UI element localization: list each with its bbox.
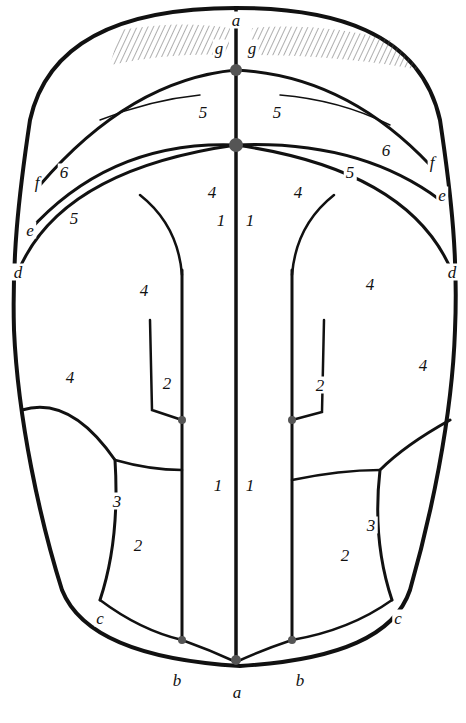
callout-number: 4 bbox=[206, 184, 219, 201]
callout-letter: d bbox=[12, 264, 25, 281]
callout-letter: g bbox=[246, 40, 259, 57]
callout-number: 1 bbox=[212, 477, 225, 494]
callout-letter: a bbox=[231, 684, 244, 701]
callout-letter: g bbox=[213, 40, 226, 57]
callout-number: 2 bbox=[339, 547, 352, 564]
callout-letter: a bbox=[230, 12, 243, 29]
callout-letter: e bbox=[436, 187, 448, 204]
callout-letter: f bbox=[428, 154, 437, 171]
junction-marks bbox=[178, 64, 296, 665]
callout-letter: c bbox=[392, 610, 404, 627]
callout-number: 4 bbox=[417, 357, 430, 374]
callout-number: 4 bbox=[292, 184, 305, 201]
callout-letter: b bbox=[171, 672, 184, 689]
sulci bbox=[18, 8, 452, 662]
callout-number: 2 bbox=[132, 537, 145, 554]
callout-number: 4 bbox=[138, 282, 151, 299]
callout-number: 6 bbox=[380, 142, 393, 159]
callout-number: 4 bbox=[364, 276, 377, 293]
callout-number: 5 bbox=[271, 104, 284, 121]
callout-number: 1 bbox=[215, 212, 228, 229]
callout-letter: b bbox=[294, 672, 307, 689]
shading bbox=[250, 27, 420, 71]
brain-outline bbox=[14, 8, 456, 666]
callout-number: 5 bbox=[197, 104, 210, 121]
callout-letter: c bbox=[94, 610, 106, 627]
callout-number: 2 bbox=[161, 375, 174, 392]
callout-number: 1 bbox=[244, 477, 257, 494]
callout-number: 3 bbox=[365, 517, 378, 534]
callout-number: 5 bbox=[68, 210, 81, 227]
shading bbox=[110, 24, 230, 65]
callout-number: 5 bbox=[344, 164, 357, 181]
callout-letter: e bbox=[24, 222, 36, 239]
callout-letter: d bbox=[446, 264, 459, 281]
callout-number: 3 bbox=[111, 493, 124, 510]
callout-number: 4 bbox=[64, 369, 77, 386]
callout-letter: f bbox=[33, 174, 42, 191]
callout-number: 1 bbox=[244, 212, 257, 229]
callout-number: 2 bbox=[314, 377, 327, 394]
callout-number: 6 bbox=[58, 164, 71, 181]
